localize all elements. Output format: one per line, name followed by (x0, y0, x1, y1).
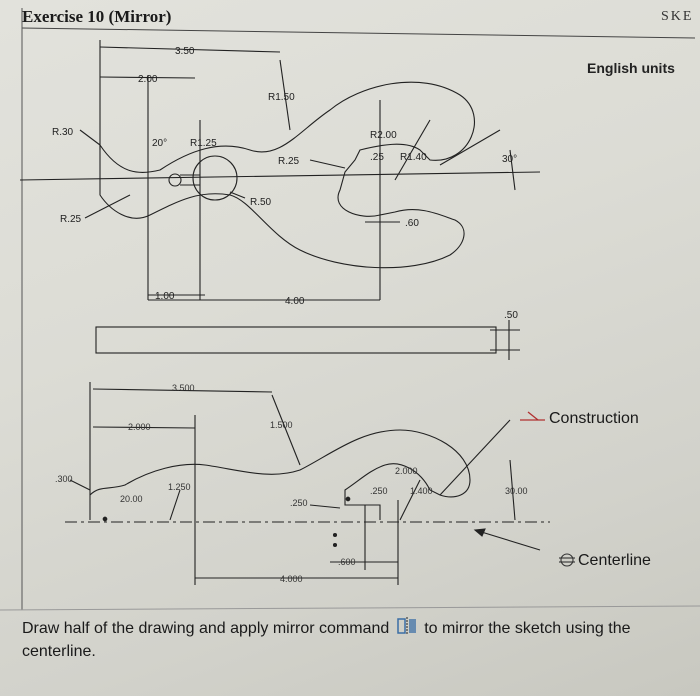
footer-rule (0, 605, 700, 611)
dim-400-text: 4.00 (285, 296, 305, 307)
units-note: English units (587, 60, 675, 76)
dim-a20-text: 20° (152, 138, 167, 149)
b-dim-600-text: .600 (338, 557, 356, 567)
b-dot-4 (332, 542, 338, 548)
b-dim-1500-text: 1.500 (270, 420, 293, 430)
dim-100-text: 1.00 (155, 291, 175, 302)
b-dim-2000-line (92, 426, 196, 429)
b-dim-3500-text: 3.500 (172, 383, 195, 393)
leader-r140 (394, 119, 431, 181)
dim-r050-text: R.50 (250, 197, 272, 208)
b-dot-2 (345, 496, 351, 502)
b-dim-4000-text: 4.000 (280, 574, 303, 584)
legend-construction-label: Construction (549, 410, 639, 427)
b-dim-300-text: .300 (55, 474, 73, 484)
b-dim-3500-line (92, 388, 273, 393)
dim-200-text: 2.00 (138, 74, 158, 85)
top-body-outline (99, 81, 475, 269)
leader-r025 (84, 194, 131, 219)
dim-r030-text: R.30 (52, 127, 74, 138)
b-leader-1400 (399, 479, 421, 521)
exercise-title: Exercise 10 (Mirror) (22, 7, 172, 26)
centerline-pointer (474, 529, 541, 551)
b-dim-a3000-text: 30.00 (505, 486, 528, 496)
top-bar-rect (95, 326, 497, 354)
dim-60-text: .60 (405, 218, 419, 229)
dim-50-text: .50 (504, 310, 518, 321)
construction-legend-icon (520, 411, 545, 421)
centerline-legend-icon (559, 553, 575, 567)
header-rule (21, 27, 696, 39)
leader-r050 (229, 191, 246, 199)
bottom-body-outline (89, 429, 471, 520)
b-construction-ray (439, 419, 511, 496)
dim-r140-text: R1.40 (400, 152, 427, 163)
b-dot-3 (332, 532, 338, 538)
top-reference-line (19, 171, 541, 181)
b-dim-2000-text: 2.000 (128, 422, 151, 432)
dim-350-text: 3.50 (175, 46, 195, 57)
b-dim-30-arc (509, 459, 516, 521)
b-leader-1500 (271, 394, 301, 466)
leader-r030 (79, 129, 101, 146)
dim-r025a-text: R.25 (278, 156, 300, 167)
dim-30-arc (509, 149, 516, 191)
dim-r200-text: R2.00 (370, 130, 397, 141)
dim-350-line (99, 46, 281, 53)
leader-r150 (279, 59, 291, 131)
dim-a30-text: 30° (502, 154, 517, 165)
instruction-text: Draw half of the drawing and apply mirro… (22, 617, 692, 663)
dim-r150-text: R1.50 (268, 92, 295, 103)
instruction-part-2: to mirror the sketch using the centerlin… (22, 620, 631, 660)
top-keyhole-circle (192, 155, 238, 201)
legend-centerline-label: Centerline (578, 552, 651, 569)
leader-r025a (309, 159, 346, 169)
b-dim-r2000-text: 2.000 (395, 466, 418, 476)
dim-25-text: .25 (370, 152, 384, 163)
dim-r025b-text: R.25 (60, 214, 82, 225)
construction-ray-top (439, 129, 501, 166)
dim-200-line (99, 76, 196, 79)
b-dim-1250-text: 1.250 (168, 482, 191, 492)
centerline-pointer-head (473, 528, 486, 537)
top-figure (19, 40, 541, 360)
b-dim-250b-text: .250 (370, 486, 388, 496)
b-dot-1 (102, 516, 108, 522)
bottom-figure (65, 382, 550, 585)
b-dim-1400-text: 1.400 (410, 486, 433, 496)
b-leader-300 (69, 479, 91, 491)
corner-label: SKE (661, 9, 694, 24)
dim-r125-text: R1.25 (190, 138, 217, 149)
top-keyhole-hole (168, 173, 182, 187)
b-leader-250 (309, 504, 341, 509)
b-dim-250-text: .250 (290, 498, 308, 508)
instruction-part-1: Draw half of the drawing and apply mirro… (22, 620, 390, 637)
mirror-icon (396, 617, 416, 635)
b-dim-2000a-text: 20.00 (120, 494, 143, 504)
b-leader-1250 (169, 489, 181, 521)
